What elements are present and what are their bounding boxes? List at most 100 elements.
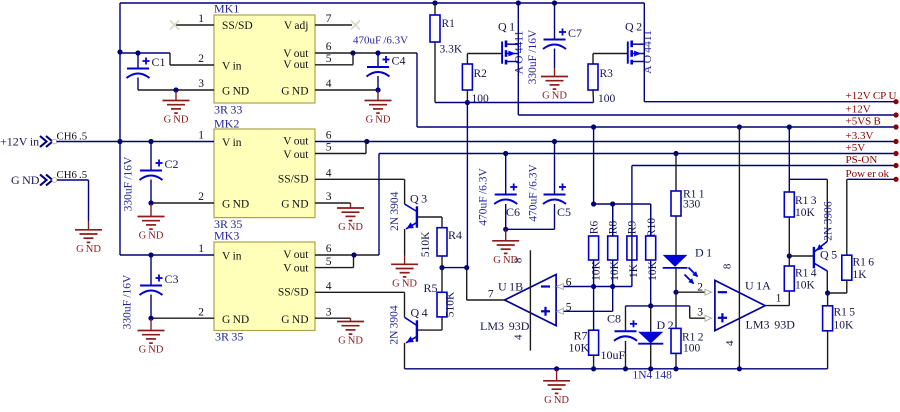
svg-text:3: 3 — [326, 306, 332, 318]
svg-text:100: 100 — [472, 93, 490, 105]
svg-text:3R 35: 3R 35 — [215, 330, 243, 344]
svg-text:D 1: D 1 — [695, 246, 712, 260]
svg-text:7: 7 — [326, 13, 332, 25]
svg-text:3: 3 — [697, 307, 703, 319]
svg-text:Q 1: Q 1 — [498, 20, 515, 34]
svg-text:D 2: D 2 — [657, 318, 674, 332]
svg-text:G ND: G ND — [493, 255, 518, 266]
svg-text:10K: 10K — [569, 341, 590, 355]
svg-text:C8: C8 — [607, 312, 621, 326]
svg-text:R10: R10 — [646, 218, 658, 237]
svg-text:V adj: V adj — [284, 20, 309, 32]
svg-text:330uF /16V: 330uF /16V — [527, 29, 539, 84]
svg-text:1K: 1K — [628, 263, 640, 278]
svg-text:SS/SD: SS/SD — [222, 20, 253, 32]
svg-text:1: 1 — [776, 293, 782, 305]
svg-text:R1 6: R1 6 — [853, 257, 875, 269]
svg-text:C7: C7 — [568, 26, 582, 40]
svg-text:R7: R7 — [574, 329, 588, 343]
svg-text:R9: R9 — [627, 221, 639, 235]
svg-text:R1: R1 — [442, 18, 456, 30]
svg-text:+3.3V: +3.3V — [846, 130, 874, 142]
svg-text:C4: C4 — [392, 54, 406, 68]
svg-text:5: 5 — [566, 302, 572, 314]
svg-text:5: 5 — [326, 53, 332, 65]
svg-text:R1 5: R1 5 — [834, 307, 856, 319]
svg-text:+12V CP U: +12V CP U — [846, 90, 897, 102]
svg-text:6: 6 — [326, 130, 332, 142]
svg-text:8: 8 — [722, 263, 734, 269]
svg-text:C3: C3 — [165, 272, 179, 286]
svg-text:10K: 10K — [591, 260, 603, 281]
svg-text:+5V: +5V — [846, 142, 866, 154]
svg-text:CH6 .5: CH6 .5 — [57, 169, 88, 181]
svg-text:2: 2 — [198, 306, 204, 318]
svg-text:4: 4 — [513, 334, 525, 340]
svg-text:SS/SD: SS/SD — [278, 173, 309, 185]
svg-text:4: 4 — [724, 340, 736, 346]
svg-text:G ND: G ND — [281, 85, 308, 97]
svg-text:3: 3 — [326, 191, 332, 203]
svg-text:R1 1: R1 1 — [683, 189, 705, 201]
svg-text:2N 3904: 2N 3904 — [388, 305, 400, 345]
svg-text:R3: R3 — [600, 68, 614, 80]
svg-text:R5: R5 — [424, 281, 438, 295]
svg-text:V out: V out — [283, 149, 309, 161]
svg-text:R1 2: R1 2 — [682, 332, 704, 344]
svg-text:G ND: G ND — [139, 345, 164, 356]
svg-text:CH6 .5: CH6 .5 — [57, 130, 88, 142]
svg-text:V in: V in — [222, 251, 242, 263]
svg-text:6: 6 — [326, 243, 332, 255]
svg-text:6: 6 — [566, 277, 572, 289]
svg-text:4: 4 — [326, 281, 332, 293]
svg-text:1: 1 — [198, 243, 204, 255]
svg-text:Pow er ok: Pow er ok — [846, 168, 890, 180]
svg-text:R1 3: R1 3 — [795, 195, 817, 207]
svg-text:C5: C5 — [557, 205, 571, 219]
svg-text:MK3: MK3 — [214, 229, 239, 243]
svg-text:A O 4411: A O 4411 — [514, 30, 526, 74]
svg-text:R4: R4 — [448, 228, 462, 242]
svg-text:+12V: +12V — [846, 104, 871, 116]
svg-text:4: 4 — [326, 168, 332, 180]
svg-text:7: 7 — [488, 288, 494, 300]
svg-text:1K: 1K — [853, 269, 868, 281]
svg-text:G ND: G ND — [76, 244, 101, 255]
svg-text:3: 3 — [198, 78, 204, 90]
svg-text:1: 1 — [198, 13, 204, 25]
svg-text:G ND: G ND — [338, 336, 363, 347]
svg-text:G ND: G ND — [542, 91, 567, 102]
svg-text:3.3K: 3.3K — [440, 43, 463, 55]
svg-text:Q 5: Q 5 — [820, 248, 837, 262]
svg-text:C1: C1 — [152, 55, 166, 69]
svg-text:1N4 148: 1N4 148 — [633, 370, 673, 382]
svg-text:330uF /16V: 330uF /16V — [122, 274, 134, 329]
svg-text:330: 330 — [683, 199, 701, 211]
svg-text:G ND: G ND — [338, 222, 363, 233]
svg-text:10K: 10K — [609, 260, 621, 281]
svg-text:G ND: G ND — [366, 115, 391, 126]
svg-text:+5VS B: +5VS B — [846, 116, 881, 128]
svg-text:G ND: G ND — [222, 314, 249, 326]
svg-text:10K: 10K — [795, 280, 816, 292]
svg-text:MK2: MK2 — [214, 117, 239, 131]
svg-text:510K: 510K — [420, 231, 432, 257]
svg-text:G ND: G ND — [392, 278, 417, 289]
svg-text:R6: R6 — [588, 221, 600, 235]
svg-text:10K: 10K — [834, 320, 855, 332]
svg-text:470uF /6.3V: 470uF /6.3V — [528, 164, 540, 222]
svg-text:V in: V in — [222, 137, 242, 149]
svg-text:SS/SD: SS/SD — [278, 286, 309, 298]
svg-text:G ND: G ND — [544, 395, 569, 406]
svg-text:2N 3906: 2N 3906 — [823, 201, 835, 241]
svg-text:2: 2 — [198, 191, 204, 203]
svg-text:3R 33: 3R 33 — [214, 103, 242, 117]
svg-text:V out: V out — [283, 262, 309, 274]
svg-text:4: 4 — [326, 78, 332, 90]
svg-text:G ND: G ND — [281, 199, 308, 211]
svg-text:3R 35: 3R 35 — [214, 217, 242, 231]
svg-text:C2: C2 — [165, 157, 179, 171]
svg-text:10K: 10K — [795, 207, 816, 219]
svg-text:G ND: G ND — [139, 231, 164, 242]
svg-text:5: 5 — [326, 256, 332, 268]
